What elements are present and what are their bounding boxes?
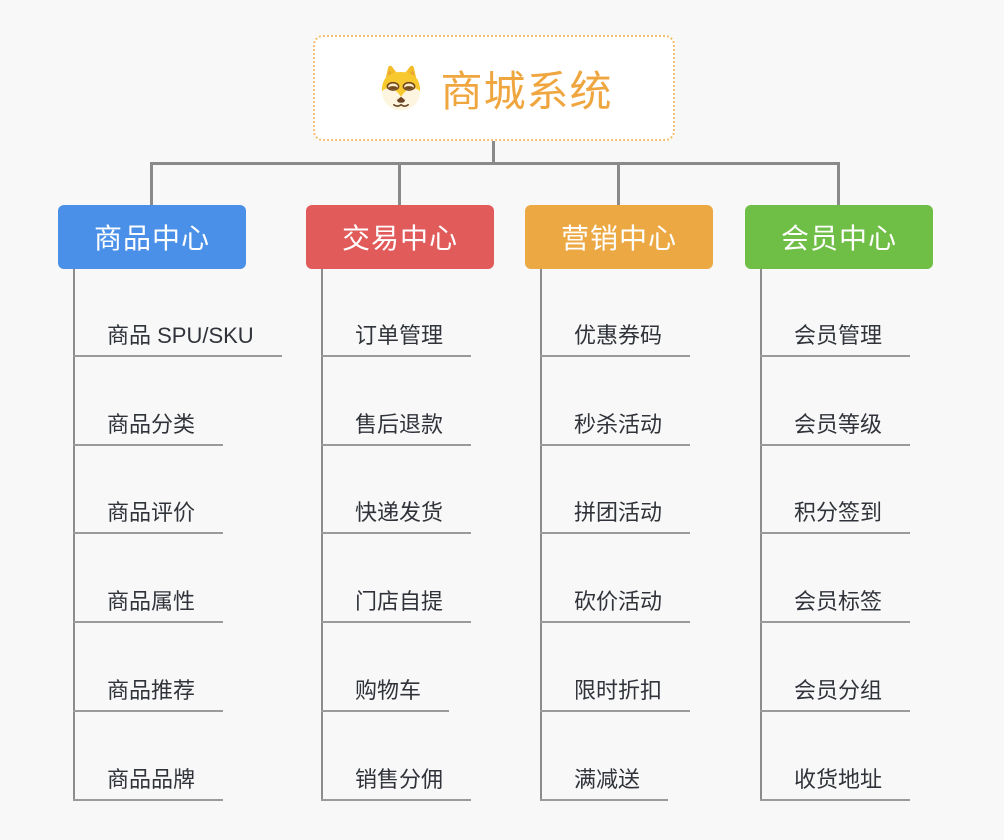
child-node-member-tag[interactable]: 会员标签 [760, 589, 911, 623]
connector-root-stub [492, 141, 495, 163]
trunk-line-2 [321, 269, 323, 801]
child-node-member-management[interactable]: 会员管理 [760, 323, 911, 357]
child-node-store-pickup[interactable]: 门店自提 [321, 589, 472, 623]
child-node-full-reduction[interactable]: 满减送 [540, 767, 669, 801]
child-node-group-buying[interactable]: 拼团活动 [540, 500, 691, 534]
root-node[interactable]: 商城系统 [313, 35, 675, 141]
child-node-points-checkin[interactable]: 积分签到 [760, 500, 911, 534]
child-node-product-brand[interactable]: 商品品牌 [73, 767, 224, 801]
child-node-coupon-code[interactable]: 优惠券码 [540, 323, 691, 357]
trunk-line-4 [760, 269, 762, 801]
child-node-bargain-activity[interactable]: 砍价活动 [540, 589, 691, 623]
connector-drop-3 [617, 162, 620, 206]
connector-drop-4 [837, 162, 840, 206]
child-node-sales-commission[interactable]: 销售分佣 [321, 767, 472, 801]
trunk-line-3 [540, 269, 542, 801]
branch-node-trade-center[interactable]: 交易中心 [306, 205, 494, 269]
child-node-flash-sale[interactable]: 秒杀活动 [540, 412, 691, 446]
branch-node-product-center[interactable]: 商品中心 [58, 205, 246, 269]
child-node-member-group[interactable]: 会员分组 [760, 678, 911, 712]
child-node-product-recommend[interactable]: 商品推荐 [73, 678, 224, 712]
child-node-aftersale-refund[interactable]: 售后退款 [321, 412, 472, 446]
child-node-shopping-cart[interactable]: 购物车 [321, 678, 450, 712]
child-node-shipping-address[interactable]: 收货地址 [760, 767, 911, 801]
child-node-member-level[interactable]: 会员等级 [760, 412, 911, 446]
child-node-product-category[interactable]: 商品分类 [73, 412, 224, 446]
child-node-product-review[interactable]: 商品评价 [73, 500, 224, 534]
connector-drop-2 [398, 162, 401, 206]
child-node-limited-time-discount[interactable]: 限时折扣 [540, 678, 691, 712]
trunk-line-1 [73, 269, 75, 801]
branch-node-marketing-center[interactable]: 营销中心 [525, 205, 713, 269]
branch-node-member-center[interactable]: 会员中心 [745, 205, 933, 269]
child-node-order-management[interactable]: 订单管理 [321, 323, 472, 357]
child-node-product-attribute[interactable]: 商品属性 [73, 589, 224, 623]
connector-drop-1 [150, 162, 153, 206]
child-node-express-delivery[interactable]: 快递发货 [321, 500, 472, 534]
connector-bus [150, 162, 840, 165]
doge-icon [382, 65, 421, 111]
root-title: 商城系统 [440, 67, 613, 115]
child-node-product-spu-sku[interactable]: 商品 SPU/SKU [73, 323, 282, 357]
